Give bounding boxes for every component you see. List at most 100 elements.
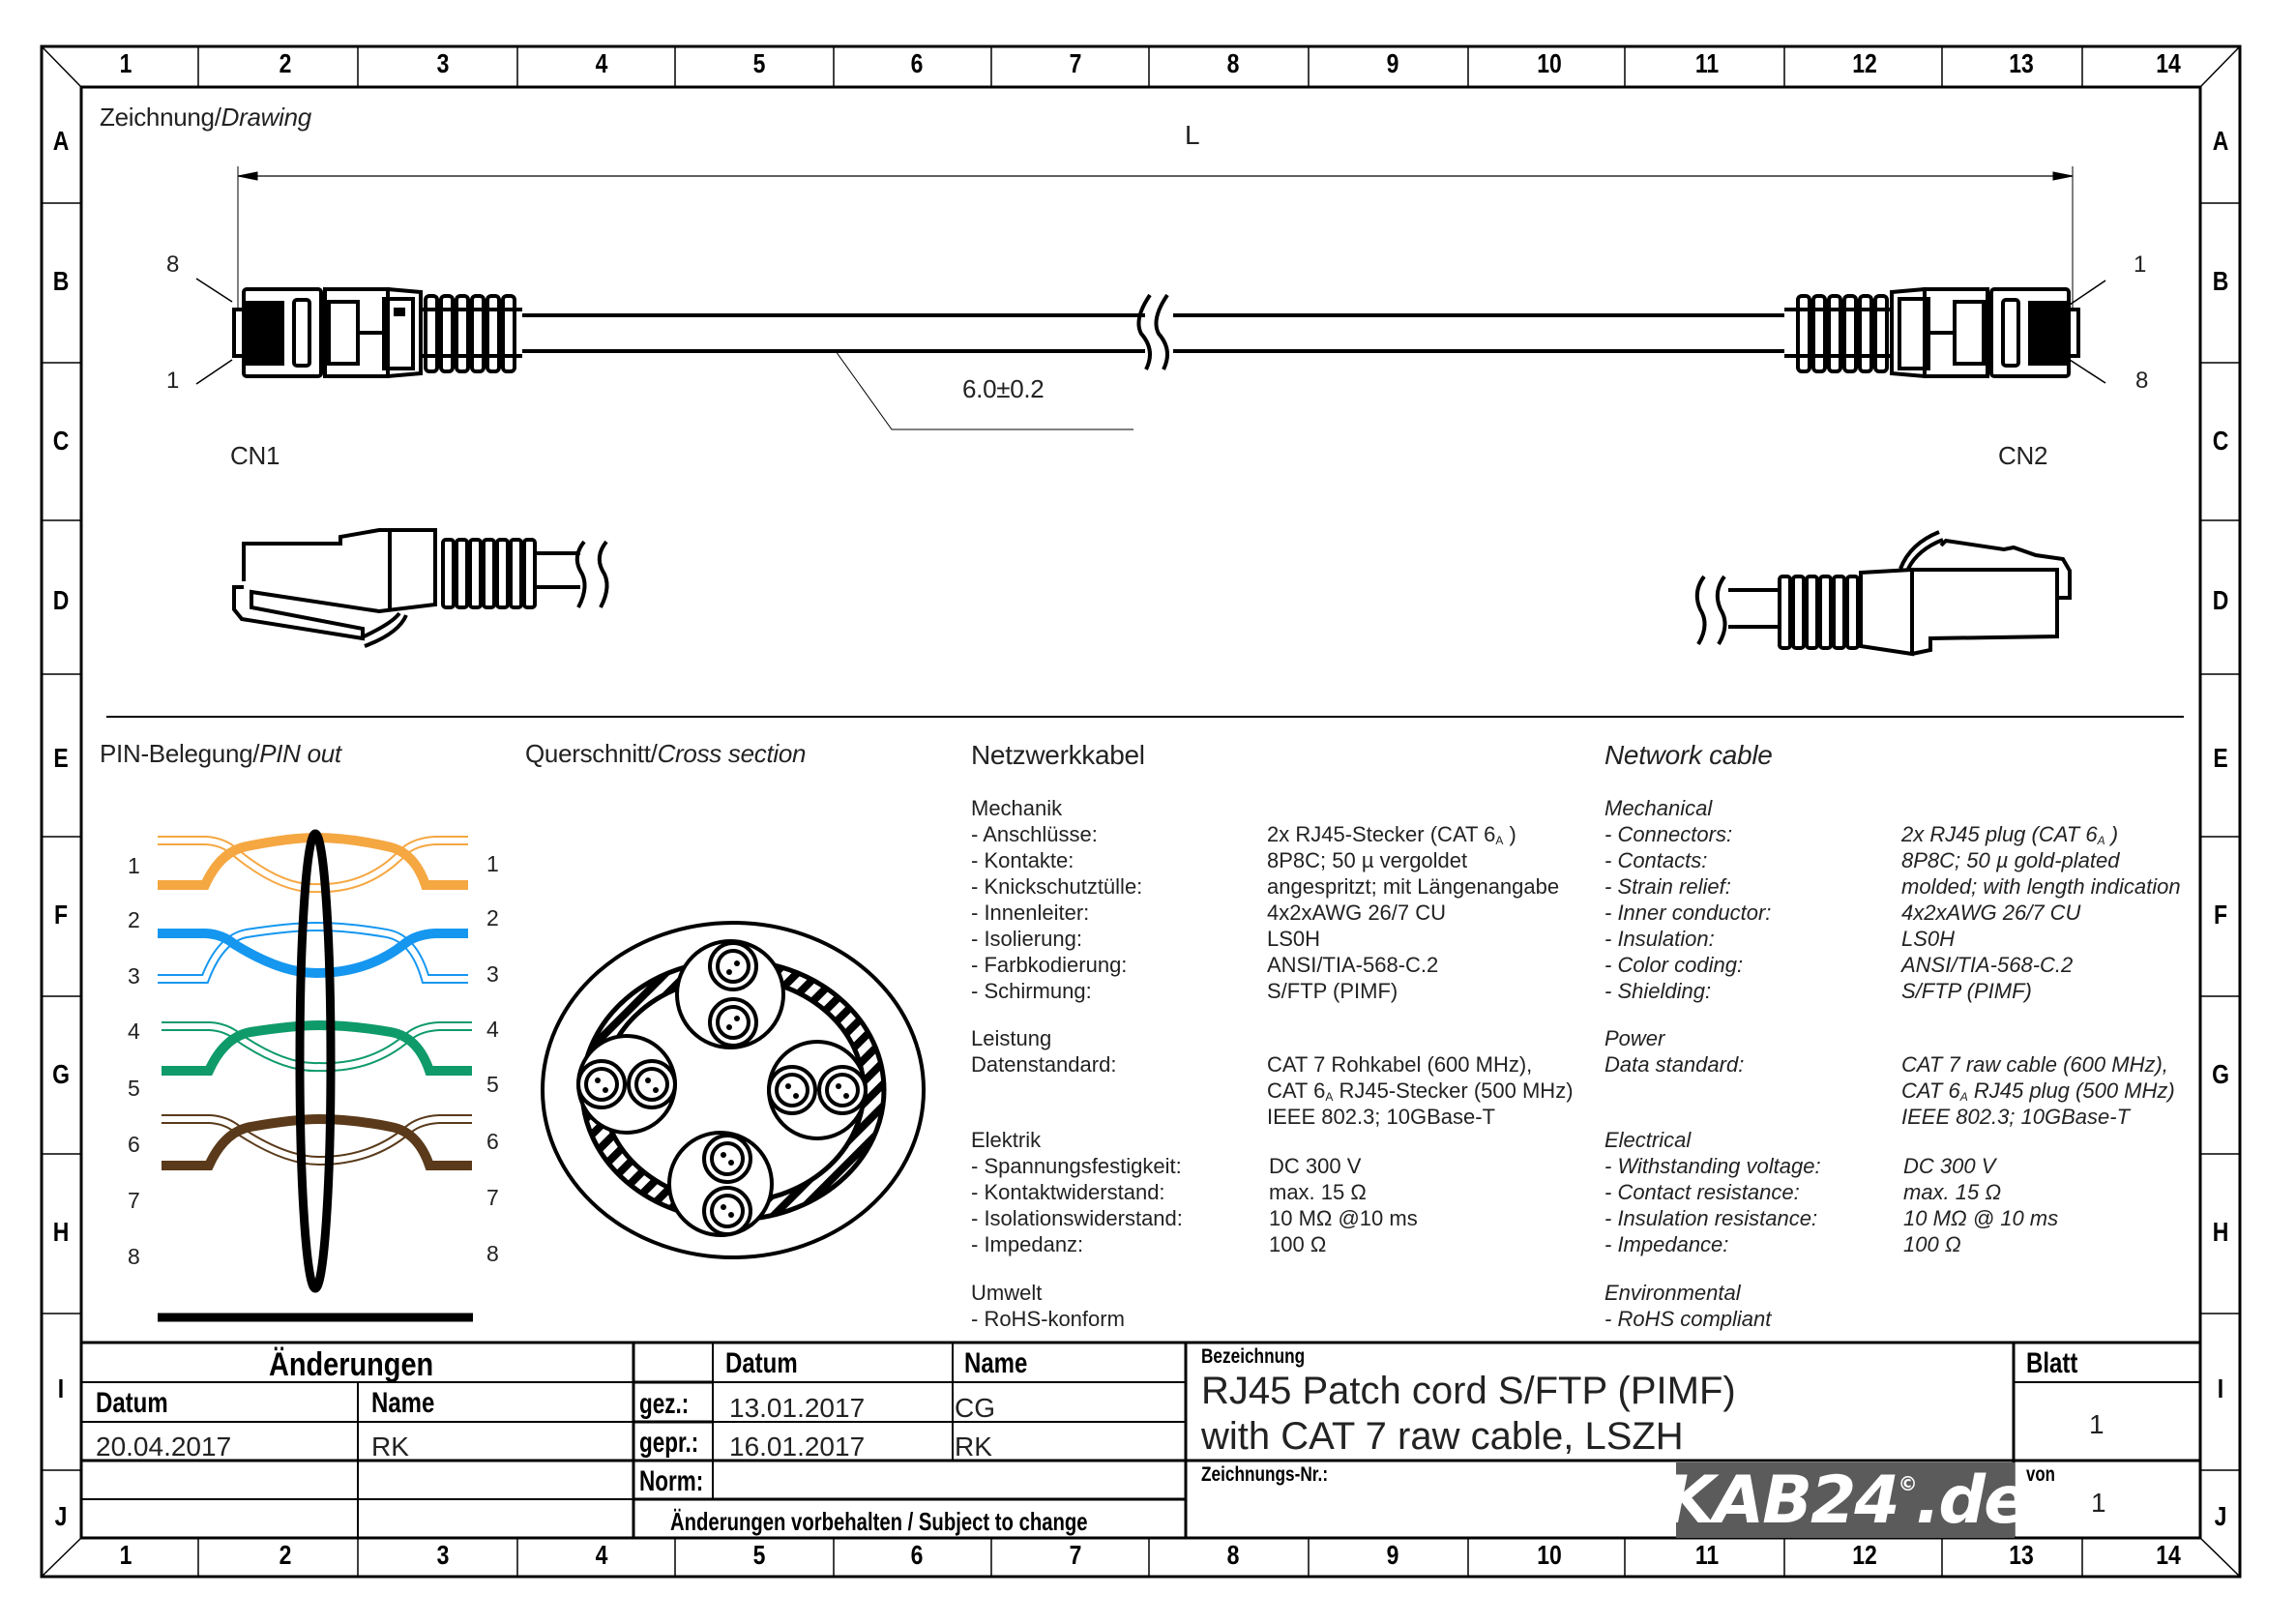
spec-de-value: LS0H: [1267, 927, 1321, 951]
spec-de-value: CAT 7 Rohkabel (600 MHz),: [1267, 1052, 1533, 1077]
spec-de-value: ANSI/TIA-568-C.2: [1267, 953, 1439, 977]
pin-label-3: 3: [128, 963, 140, 989]
cross-section-title: Querschnitt/Cross section: [525, 739, 806, 769]
pin-label-4: 4: [128, 1019, 140, 1044]
spec-en-value: DC 300 V: [1903, 1154, 1996, 1178]
spec-en-value: 100 Ω: [1903, 1232, 1961, 1256]
changes-title: Änderungen: [269, 1346, 434, 1383]
of-value: 1: [2091, 1488, 2106, 1518]
grid-row-c: C: [52, 426, 70, 456]
spec-de-label: - Anschlüsse:: [971, 822, 1098, 846]
drawn-by-label: gez.:: [639, 1388, 690, 1420]
spec-de-value: max. 15 Ω: [1269, 1180, 1367, 1204]
spec-value-text: 2x RJ45-Stecker (CAT 6: [1267, 822, 1496, 846]
spec-de-label: - Kontakte:: [971, 848, 1074, 872]
grid-row-h: H: [52, 1217, 70, 1247]
grid-col-3: 3: [436, 48, 450, 78]
pin-label-8: 8: [486, 1241, 499, 1266]
grid-row-e: E: [2213, 743, 2228, 773]
grid-row-g: G: [52, 1059, 70, 1089]
cable-diameter-label: 6.0±0.2: [962, 374, 1045, 403]
spec-en-value: S/FTP (PIMF): [1901, 979, 2032, 1003]
spec-en-group-heading: Power: [1604, 1026, 1665, 1050]
drawing-title-en: Drawing: [221, 103, 312, 132]
pin-label-5: 5: [486, 1072, 499, 1097]
spec-en-value: molded; with length indication: [1901, 874, 2181, 899]
grid-col-3: 3: [436, 1540, 450, 1570]
drawing-title-de: Zeichnung/: [100, 103, 221, 132]
grid-col-1: 1: [119, 1540, 132, 1570]
pin-label-3: 3: [486, 961, 499, 987]
logo-text: KAB24: [1663, 1462, 1900, 1539]
designation-line-1: RJ45 Patch cord S/FTP (PIMF): [1201, 1370, 1736, 1412]
grid-col-4: 4: [595, 1540, 608, 1570]
spec-en-value: 10 MΩ @ 10 ms: [1903, 1206, 2059, 1230]
spec-en-label: - Contact resistance:: [1604, 1180, 1800, 1204]
subject-to-change-note: Änderungen vorbehalten / Subject to chan…: [670, 1507, 1088, 1536]
spec-en-label: - Withstanding voltage:: [1604, 1154, 1821, 1178]
grid-row-a: A: [52, 126, 70, 156]
cn2-pin-bottom-label: 8: [2135, 368, 2149, 394]
spec-value-text: CAT 6: [1267, 1078, 1326, 1103]
changes-name-value: RK: [371, 1432, 409, 1462]
spec-de-value: CAT 6A RJ45-Stecker (500 MHz): [1267, 1078, 1574, 1110]
spec-de-value: 10 MΩ @10 ms: [1269, 1206, 1418, 1230]
grid-col-11: 11: [1694, 1540, 1720, 1570]
grid-row-b: B: [52, 266, 70, 296]
spec-de-value: DC 300 V: [1269, 1154, 1362, 1178]
grid-row-f: F: [2213, 900, 2228, 930]
spec-de-label: - Farbkodierung:: [971, 953, 1128, 977]
pin-label-1: 1: [486, 851, 499, 876]
pin-label-4: 4: [486, 1017, 499, 1042]
drawn-name: CG: [955, 1393, 995, 1423]
pin-label-8: 8: [128, 1244, 140, 1269]
grid-row-g: G: [2212, 1059, 2229, 1089]
spec-en-group-heading: Electrical: [1604, 1128, 1692, 1152]
spec-en-label: - Strain relief:: [1604, 874, 1731, 899]
sheet-label: Blatt: [2026, 1347, 2078, 1379]
grid-col-14: 14: [2156, 48, 2181, 78]
spec-de-label: - Kontaktwiderstand:: [971, 1180, 1165, 1204]
cn2-label: CN2: [1998, 441, 2048, 470]
grid-col-11: 11: [1694, 48, 1720, 78]
pinout-diagram: [158, 829, 473, 1322]
grid-row-f: F: [53, 900, 69, 930]
grid-row-a: A: [2212, 126, 2229, 156]
spec-en-group-heading: Environmental: [1604, 1281, 1741, 1305]
grid-row-d: D: [52, 585, 70, 615]
changes-date-header: Datum: [96, 1387, 168, 1419]
spec-de-group-heading: Mechanik: [971, 796, 1063, 820]
spec-de-label: - RoHS-konform: [971, 1307, 1125, 1331]
spec-de-label: - Knickschutztülle:: [971, 874, 1143, 899]
grid-row-e: E: [53, 743, 69, 773]
spec-de-value: 2x RJ45-Stecker (CAT 6A ): [1267, 821, 1516, 854]
grid-col-14: 14: [2156, 1540, 2181, 1570]
spec-en-label: - RoHS compliant: [1604, 1307, 1772, 1331]
spec-en-label: - Contacts:: [1604, 848, 1708, 872]
spec-en-value: max. 15 Ω: [1903, 1180, 2002, 1204]
grid-col-12: 12: [1852, 1540, 1877, 1570]
spec-de-label: - Innenleiter:: [971, 901, 1090, 925]
grid-col-10: 10: [1537, 1540, 1562, 1570]
grid-col-13: 13: [2009, 1540, 2034, 1570]
spec-value-text: 2x RJ45 plug (CAT 6: [1901, 822, 2098, 846]
grid-row-h: H: [2212, 1217, 2229, 1247]
spec-de-group-heading: Umwelt: [971, 1281, 1043, 1305]
pinout-title-de: PIN-Belegung/: [100, 739, 260, 768]
spec-de-label: - Isolierung:: [971, 927, 1082, 951]
spec-de-label: - Impedanz:: [971, 1232, 1084, 1256]
spec-value-subscript: A: [1325, 1090, 1334, 1104]
grid-col-13: 13: [2009, 48, 2034, 78]
spec-en-label: - Insulation resistance:: [1604, 1206, 1818, 1230]
grid-col-5: 5: [752, 48, 766, 78]
spec-de-value: 8P8C; 50 µ vergoldet: [1267, 848, 1468, 872]
spec-value-tail: ): [1503, 822, 1516, 846]
grid-row-b: B: [2212, 266, 2229, 296]
approval-name-header: Name: [964, 1347, 1028, 1379]
cn1-pin-top-label: 8: [166, 251, 180, 278]
pin-label-2: 2: [486, 905, 499, 930]
checked-date: 16.01.2017: [729, 1432, 866, 1462]
designation-label: Bezeichnung: [1201, 1345, 1306, 1368]
drawing-number-label: Zeichnungs-Nr.:: [1201, 1463, 1329, 1486]
